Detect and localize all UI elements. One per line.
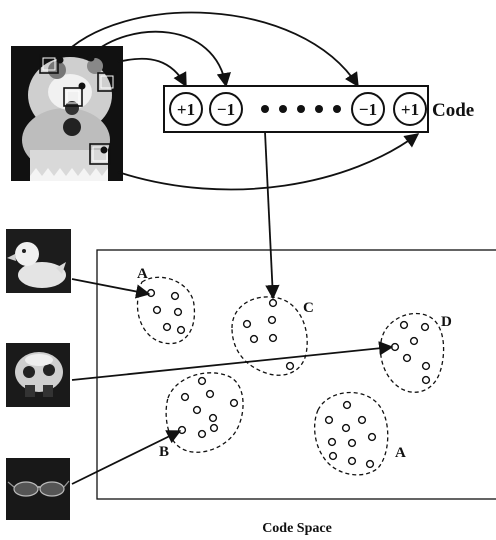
- patch-to-code-arrows: [59, 11, 420, 191]
- cluster-a-bottom: [313, 391, 389, 476]
- cat-figurine-image: [11, 46, 123, 181]
- code-label: Code: [432, 100, 474, 121]
- cluster-label-a-bottom: A: [395, 445, 406, 461]
- code-bit: −1: [351, 92, 385, 126]
- cluster-label-c: C: [303, 300, 314, 316]
- code-space-caption: Code Space: [262, 521, 332, 536]
- code-space-box: [96, 249, 496, 500]
- cluster-label-a-top: A: [137, 266, 148, 282]
- svg-text:+1: +1: [177, 100, 195, 119]
- toy-image: [6, 343, 70, 407]
- svg-text:+1: +1: [401, 100, 419, 119]
- duck-arrow: [71, 278, 151, 299]
- svg-text:−1: −1: [217, 100, 235, 119]
- code-bit: +1: [393, 92, 427, 126]
- cluster-label-d: D: [441, 314, 452, 330]
- ellipsis-dots: [261, 105, 341, 113]
- cluster-label-b: B: [159, 444, 169, 460]
- code-bit: −1: [209, 92, 243, 126]
- code-to-space-arrow: [264, 131, 280, 300]
- cluster-a-top: [136, 276, 196, 345]
- sunglasses-arrow: [71, 430, 182, 485]
- cluster-c: [231, 296, 308, 376]
- cluster-d: [379, 312, 445, 393]
- code-bar: +1 −1 −1 +1: [163, 85, 429, 133]
- code-bit: +1: [169, 92, 203, 126]
- duck-image: [6, 229, 71, 293]
- cluster-b: [165, 372, 244, 453]
- toy-arrow: [71, 341, 394, 381]
- sunglasses-image: [6, 458, 70, 520]
- svg-text:−1: −1: [359, 100, 377, 119]
